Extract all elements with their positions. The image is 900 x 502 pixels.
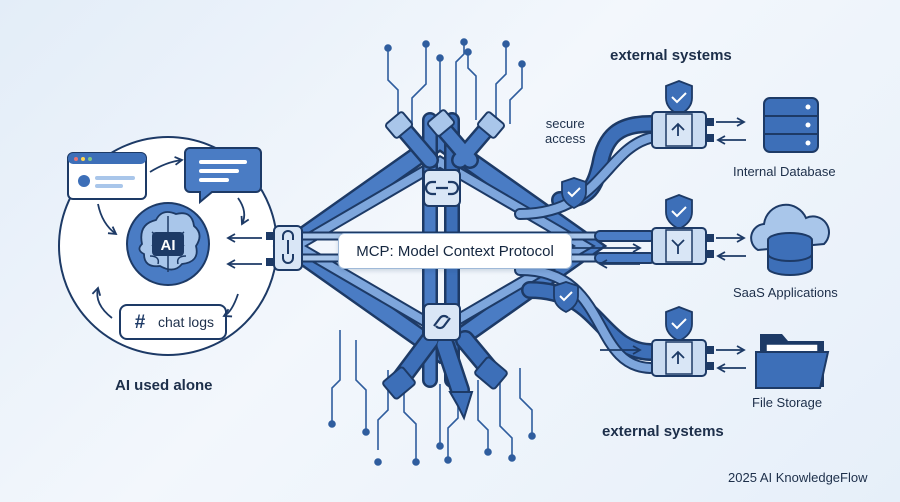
cycle-arrows [91, 156, 250, 319]
ai-badge-text: AI [161, 237, 176, 254]
mcp-protocol-label: MCP: Model Context Protocol [338, 233, 572, 269]
chat-logs-box: # chat logs [119, 304, 227, 340]
secure-access-line: access [545, 131, 586, 146]
secure-access-line: secure [545, 116, 585, 131]
circuit-traces [328, 38, 536, 466]
system-label-file-storage: File Storage [752, 395, 823, 410]
chat-logs-label: chat logs [158, 314, 214, 330]
ai-brain-icon: AI [126, 202, 210, 286]
system-label-database: Internal Database [733, 164, 836, 179]
shield-icon [561, 177, 587, 210]
shield-icon [665, 194, 693, 231]
external-systems-heading-top: external systems [610, 47, 732, 64]
connector-middle [651, 194, 714, 265]
shield-icon [665, 80, 693, 117]
shield-icon [553, 281, 579, 314]
shield-icon [665, 306, 693, 343]
folder-icon [755, 334, 830, 389]
bottom-connectors [382, 356, 508, 421]
hash-icon: # [135, 312, 146, 333]
hub-link-arrows [226, 233, 262, 269]
link-hub-top-icon [423, 169, 461, 207]
connector-bottom [651, 306, 714, 377]
external-systems-heading-bottom: external systems [602, 423, 724, 440]
link-hub-left-icon [266, 225, 303, 271]
footer-credit: 2025 AI KnowledgeFlow [728, 470, 868, 485]
cloud-storage-icon [750, 203, 830, 276]
chat-bubble-icon [184, 147, 262, 205]
link-hub-bottom-icon [423, 303, 461, 341]
connector-top [651, 80, 714, 149]
ai-alone-group: AI # chat logs [58, 136, 278, 356]
system-label-saas: SaaS Applications [733, 285, 838, 300]
secure-access-label: secure access [545, 116, 585, 146]
database-icon [763, 97, 819, 153]
ai-alone-caption: AI used alone [115, 377, 213, 394]
top-connectors [385, 109, 505, 139]
browser-window-icon [67, 152, 147, 200]
